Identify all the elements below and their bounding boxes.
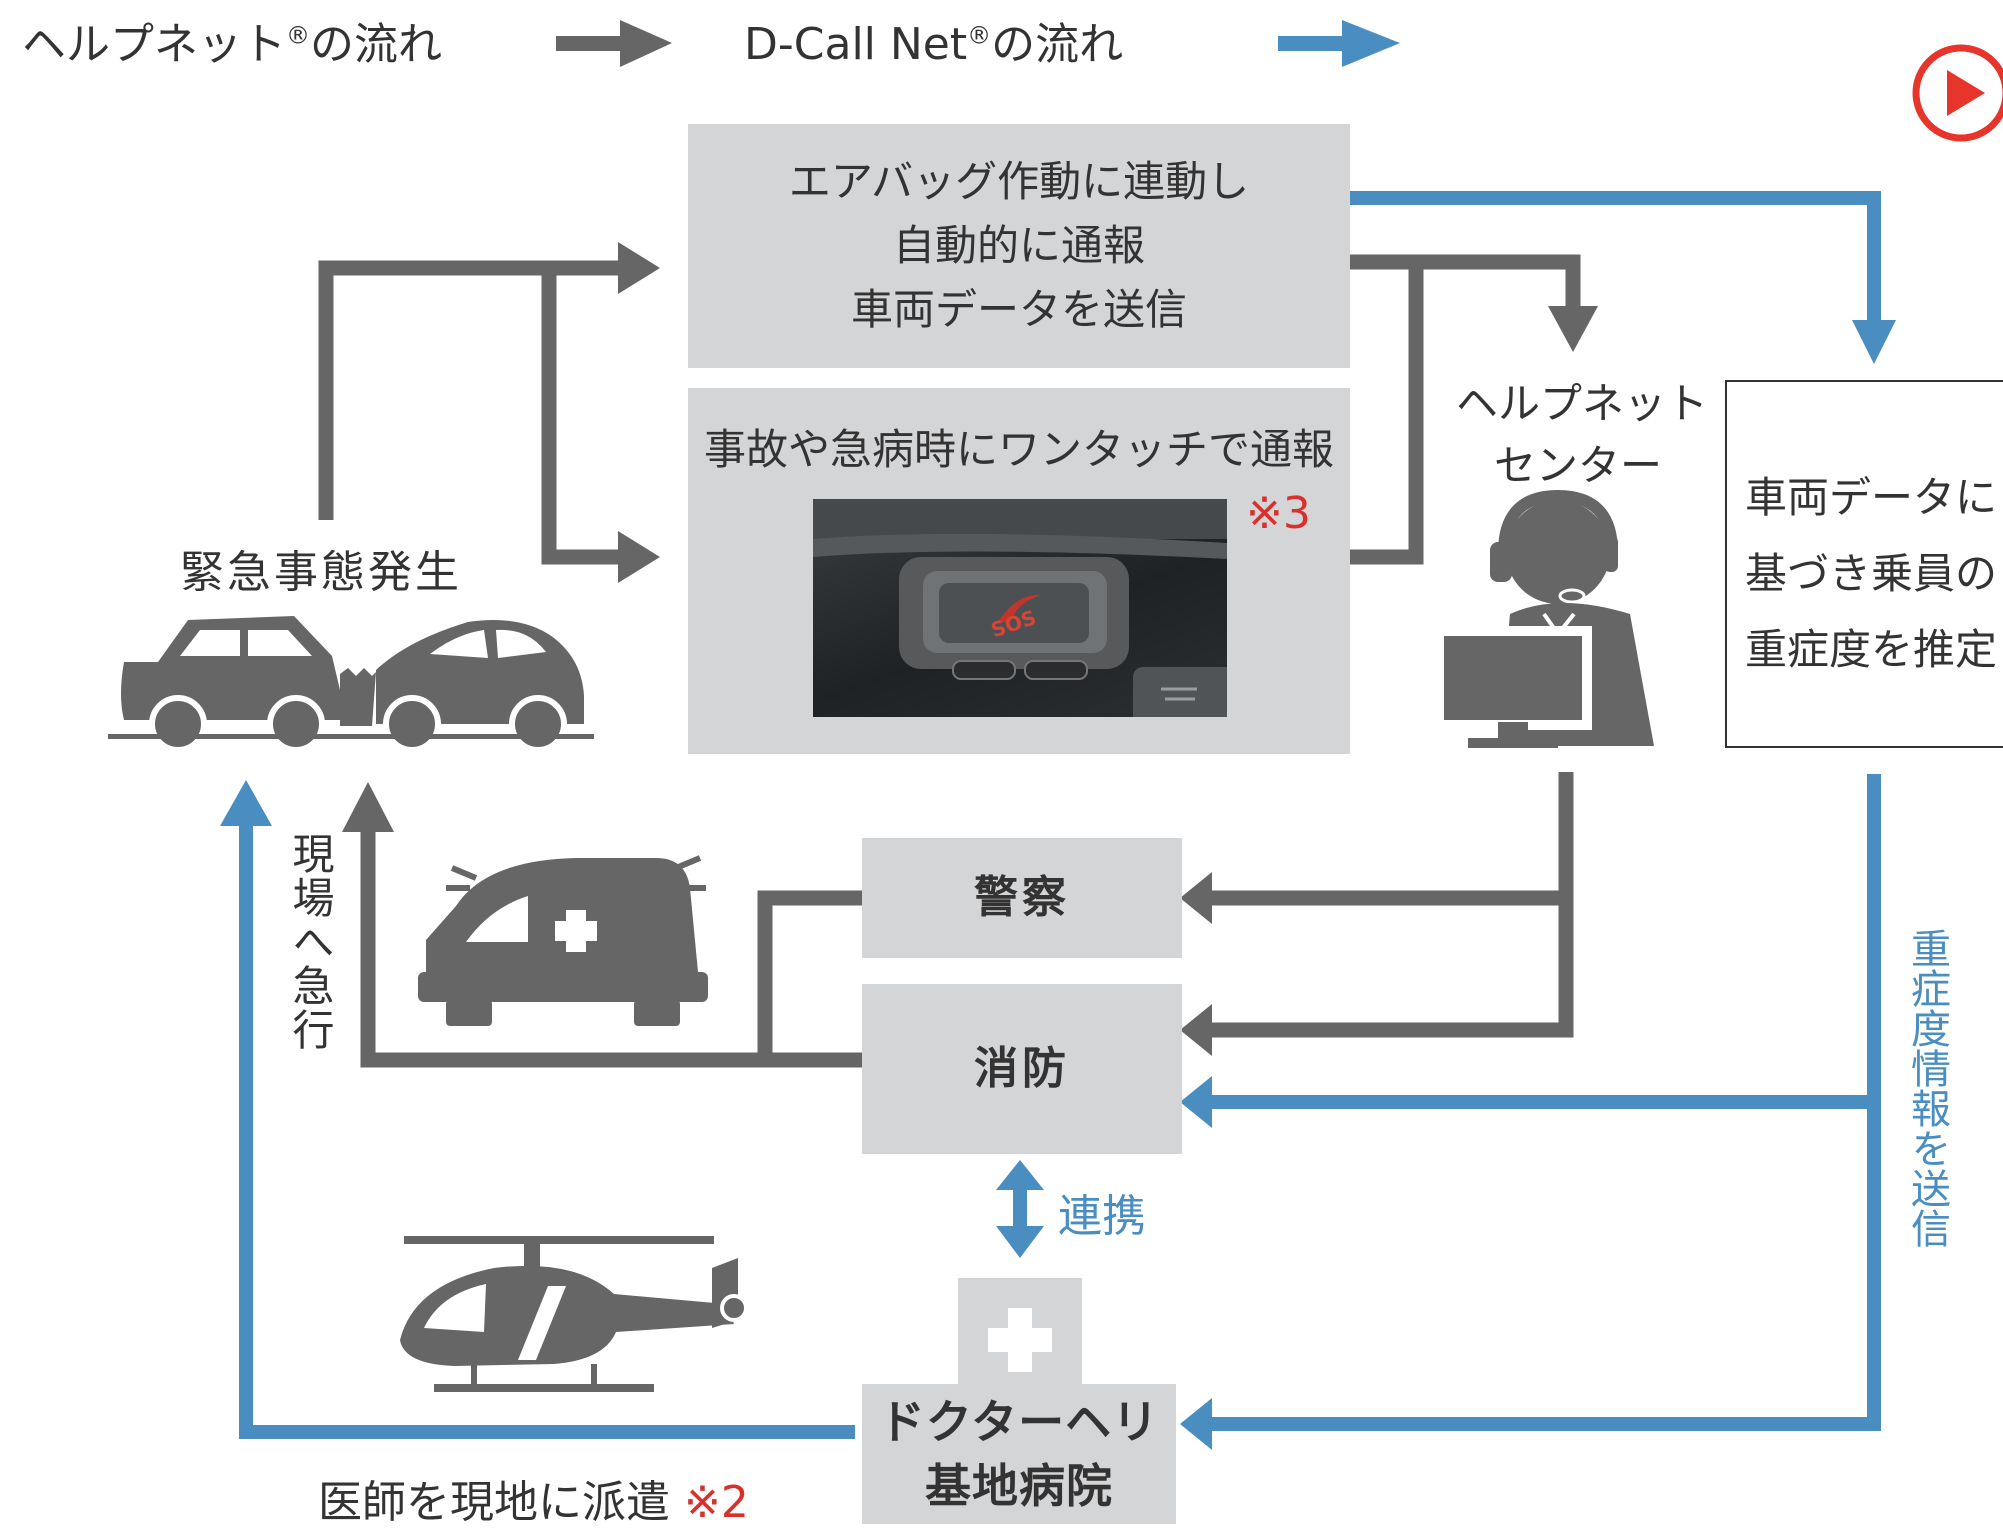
airbag-line-2: 自動的に通報: [892, 221, 1145, 270]
legend-helpnet-suffix: の流れ: [310, 19, 442, 70]
hospital-box: ドクターヘリ 基地病院: [862, 1384, 1176, 1524]
fire-label: 消防: [974, 1043, 1070, 1094]
center-label-2: センター: [1494, 441, 1663, 490]
sos-button-photo: SOS: [813, 499, 1227, 717]
gray-arrowheads: [342, 242, 1598, 1056]
rush-label: 現場へ急行: [286, 832, 335, 1052]
emergency-label: 緊急事態発生: [180, 547, 462, 598]
ambulance-icon: [418, 855, 708, 1026]
estimate-line-2: 基づき乗員の: [1745, 549, 1998, 598]
center-label-1: ヘルプネット: [1456, 379, 1709, 428]
airbag-line-3: 車両データを送信: [850, 285, 1187, 334]
blue-arrowheads: [220, 320, 1896, 1450]
legend-dcall: D-Call Net®の流れ: [744, 8, 1123, 72]
severity-estimate-box: 車両データに 基づき乗員の 重症度を推定: [1725, 380, 2003, 748]
legend-dcall-reg: ®: [967, 21, 992, 50]
one-touch-note: ※3: [1246, 488, 1311, 539]
estimate-line-3: 重症度を推定: [1745, 625, 1998, 674]
police-box: 警察: [862, 838, 1182, 958]
airbag-line-1: エアバッグ作動に連動し: [788, 157, 1250, 206]
hospital-line-1: ドクターヘリ: [878, 1395, 1160, 1449]
legend-helpnet-reg: ®: [286, 21, 310, 50]
dispatch-note: ※2: [684, 1477, 749, 1528]
helicopter-icon: [400, 1236, 748, 1392]
legend-arrows: [556, 20, 1400, 67]
airbag-auto-report-box: エアバッグ作動に連動し 自動的に通報 車両データを送信: [688, 124, 1350, 368]
police-label: 警察: [974, 872, 1070, 923]
legend-helpnet-label: ヘルプネット: [22, 19, 286, 70]
legend-helpnet: ヘルプネット®の流れ: [22, 8, 442, 72]
gray-flow-lines: [318, 254, 1581, 1068]
blue-flow-lines: [239, 191, 1881, 1439]
fire-box: 消防: [862, 984, 1182, 1154]
hospital-line-2: 基地病院: [925, 1459, 1113, 1513]
estimate-line-1: 車両データに: [1745, 473, 1998, 522]
legend-dcall-suffix: の流れ: [991, 19, 1124, 70]
play-button[interactable]: [1905, 40, 2003, 150]
operator-icon: [1434, 489, 1654, 748]
dispatch-label: 医師を現地に派遣 ※2: [318, 1466, 749, 1530]
hospital-cross-icon: [988, 1308, 1052, 1372]
car-crash-icon: [108, 616, 594, 750]
send-severity-label: 重症度情報を送信: [1904, 928, 1950, 1248]
cooperation-label: 連携: [1058, 1191, 1146, 1242]
hospital-cross-tab: [958, 1278, 1082, 1396]
one-touch-label: 事故や急病時にワンタッチで通報: [703, 425, 1334, 474]
legend-dcall-label: D-Call Net: [744, 19, 968, 70]
play-button-icon: [1912, 44, 2003, 142]
dispatch-text: 医師を現地に派遣: [318, 1477, 670, 1528]
